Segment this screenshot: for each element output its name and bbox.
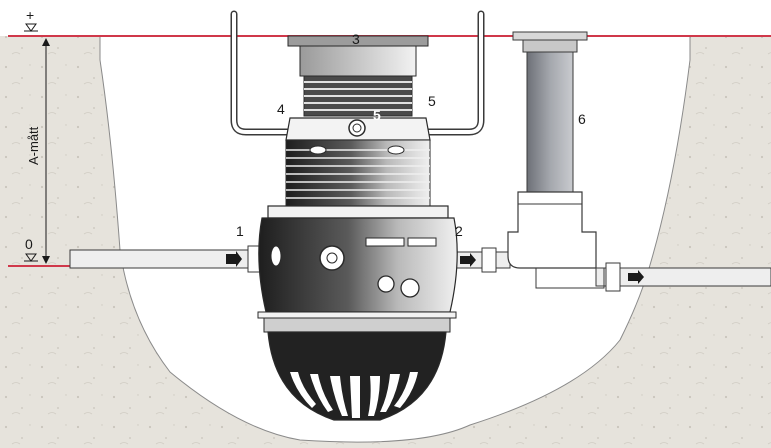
tank-side-port — [270, 245, 282, 267]
label-4: 4 — [277, 101, 285, 117]
sky-area — [0, 0, 771, 36]
final-outlet-pipe — [595, 267, 771, 287]
riser-top-collar — [522, 39, 578, 53]
tank-port-lower — [377, 275, 395, 293]
tank-port-right — [400, 278, 420, 298]
dome-slots — [290, 372, 418, 418]
triangle-level-icon — [25, 253, 37, 262]
label-2: 2 — [455, 223, 463, 239]
outlet-coupling — [481, 247, 497, 273]
flow-arrow-icon — [460, 253, 476, 267]
label-1: 1 — [236, 223, 244, 239]
shaft-inspection-port-inner — [352, 123, 362, 133]
riser-top-flange — [512, 31, 588, 41]
flow-arrow-icon — [628, 270, 644, 284]
right-handle-inner — [423, 12, 483, 134]
shaft-ribs — [286, 149, 430, 199]
zero-label: 0 — [25, 236, 33, 252]
shaft-slot-right — [387, 145, 405, 155]
riser-well-body — [507, 191, 597, 269]
riser-pipe — [526, 51, 574, 193]
final-outlet-coupling — [605, 262, 621, 292]
triangle-level-icon — [25, 23, 37, 32]
dimension-label: A-mått — [26, 126, 41, 165]
riser-lower-connector — [535, 268, 605, 289]
tank-base-rim — [263, 317, 451, 333]
tank-port-main-inner — [326, 252, 338, 264]
tank-body — [258, 217, 458, 313]
tank-slot-2 — [407, 237, 437, 247]
shaft-slot-left — [309, 145, 327, 155]
left-handle-inner — [232, 12, 292, 134]
label-3: 3 — [352, 31, 360, 47]
label-5-inner: 5 — [373, 107, 381, 123]
dimension-arrow-bottom — [42, 256, 50, 264]
label-5-outer: 5 — [428, 93, 436, 109]
tank-lower-rim — [257, 311, 457, 319]
tank-top-rim — [267, 205, 449, 219]
dimension-arrow-top — [42, 38, 50, 46]
flow-arrow-icon — [226, 251, 242, 267]
bellows-extension — [303, 75, 413, 117]
label-6: 6 — [578, 111, 586, 127]
top-collar — [299, 45, 417, 77]
tank-slot-1 — [365, 237, 405, 247]
plus-label: + — [26, 7, 34, 23]
